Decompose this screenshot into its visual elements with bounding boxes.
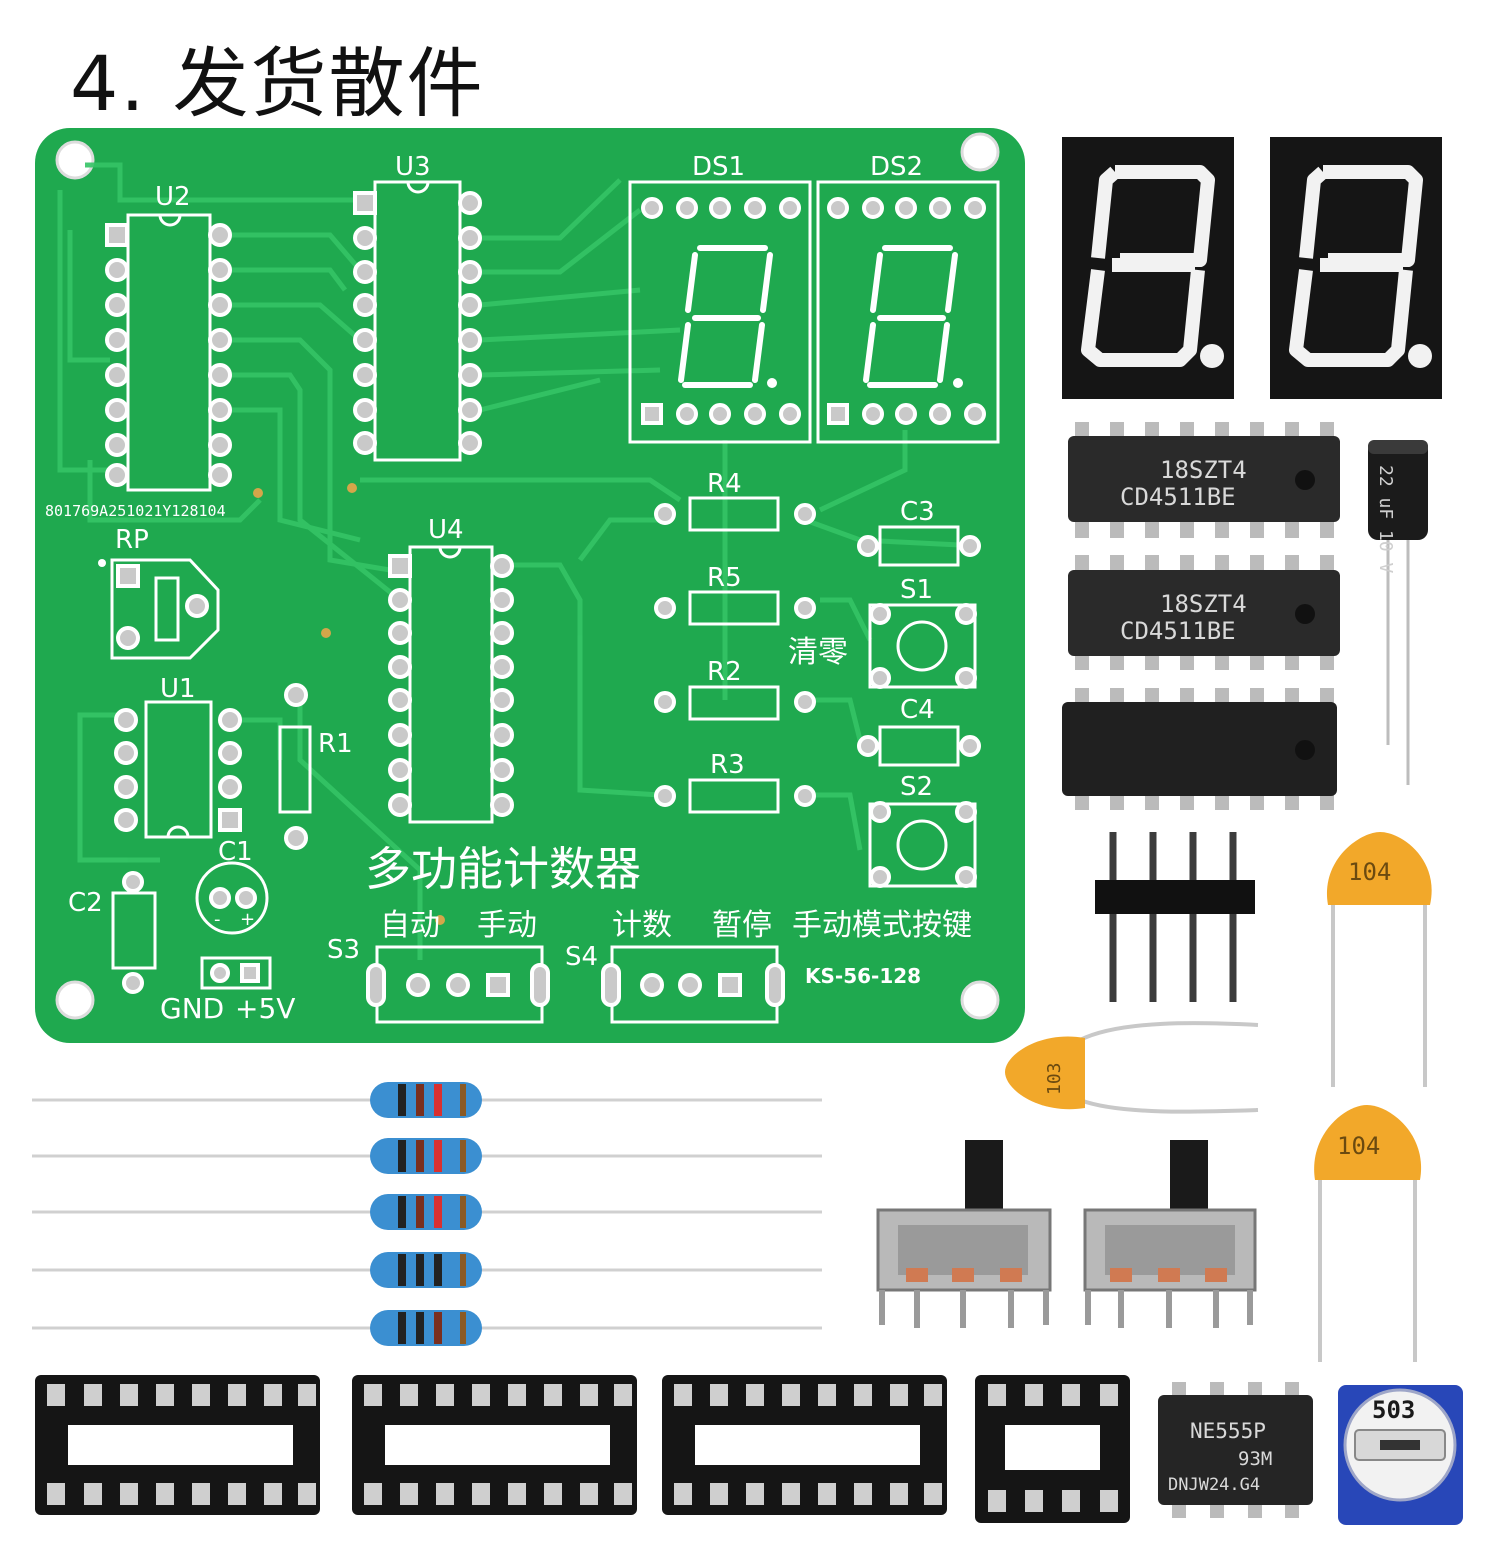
model-label: KS-56-128 [805, 964, 921, 988]
ceramic-capacitor-104-top: 104 [1326, 832, 1432, 1087]
mounting-holes [55, 132, 1000, 1020]
s2-footprint [868, 801, 977, 888]
s3-footprint [366, 945, 550, 1024]
c4-footprint [857, 725, 981, 767]
resistor-5 [370, 1310, 482, 1346]
s1-footprint [868, 603, 977, 689]
r2-label: R2 [707, 657, 742, 687]
ds2-footprint [816, 180, 1000, 444]
ds1-label: DS1 [692, 152, 745, 182]
pause-label: 暂停 [712, 908, 772, 943]
ceramic-capacitor-104-bottom: 104 [1314, 1105, 1422, 1362]
resistor-footprints [654, 496, 816, 814]
pin-header [1095, 832, 1255, 1002]
c1-footprint: - + [195, 861, 269, 935]
u2-footprint [105, 213, 232, 492]
r1-label: R1 [318, 729, 353, 759]
ds1-footprint [628, 180, 812, 444]
seven-segment-display-2 [1270, 137, 1442, 399]
manual-label: 手动 [477, 908, 537, 943]
c3-footprint [857, 525, 981, 567]
s3-label: S3 [327, 935, 360, 965]
slide-switch-1 [876, 1140, 1052, 1328]
count-label: 计数 [612, 908, 672, 943]
page-title: 4. 发货散件 [70, 39, 485, 128]
c2-label: C2 [68, 888, 103, 918]
manual-key-label: 手动模式按键 [792, 908, 972, 943]
u4-footprint [388, 545, 514, 824]
c1-plus: + [240, 909, 255, 930]
s2-label: S2 [900, 772, 933, 802]
c4-label: C4 [900, 695, 935, 725]
clear-label: 清零 [788, 635, 848, 670]
ic2-marking-1: 18SZT4 [1160, 590, 1247, 618]
u4-label: U4 [428, 515, 464, 545]
s1-label: S1 [900, 575, 933, 605]
auto-label: 自动 [380, 908, 440, 943]
resistor-1 [370, 1082, 482, 1118]
ic-socket-16-3 [662, 1375, 947, 1515]
cd4511-chip-2: 18SZT4 CD4511BE [1068, 555, 1340, 670]
r3-label: R3 [710, 750, 745, 780]
cap-103-value: 103 [1044, 1062, 1065, 1095]
serial-number: 801769A251021Y128104 [45, 502, 226, 520]
rp-label: RP [115, 525, 149, 555]
elec-cap-value: 22 uF 10 V [1375, 465, 1396, 574]
u3-footprint [353, 180, 482, 462]
u1-footprint [114, 700, 242, 839]
cd4511-chip-1: 18SZT4 CD4511BE [1068, 422, 1340, 538]
ic2-marking-2: CD4511BE [1120, 617, 1236, 645]
resistor-2 [370, 1138, 482, 1174]
gnd-label: GND [160, 992, 224, 1025]
r4-label: R4 [707, 469, 742, 499]
s4-label: S4 [565, 942, 598, 972]
pot-value: 503 [1372, 1396, 1415, 1424]
pcb-board: U2 U3 [35, 128, 1025, 1043]
ic1-marking-1: 18SZT4 [1160, 456, 1247, 484]
ne555-marking-2: 93M [1238, 1448, 1272, 1470]
dip16-chip-3 [1062, 688, 1337, 810]
ic-socket-16-2 [352, 1375, 637, 1515]
electrolytic-capacitor: 22 uF 10 V [1368, 440, 1428, 785]
u1-label: U1 [160, 674, 196, 704]
ic1-marking-2: CD4511BE [1120, 483, 1236, 511]
resistor-3 [370, 1194, 482, 1230]
power-header [200, 956, 272, 990]
cap-104-top-value: 104 [1348, 858, 1391, 886]
c3-label: C3 [900, 497, 935, 527]
ic-socket-16-1 [35, 1375, 320, 1515]
u2-label: U2 [155, 182, 191, 212]
resistor-4 [370, 1252, 482, 1288]
r5-label: R5 [707, 563, 742, 593]
vcc-label: +5V [235, 992, 295, 1025]
resistors [32, 1082, 822, 1346]
cap-104-bottom-value: 104 [1337, 1132, 1380, 1160]
trimmer-potentiometer: 503 [1338, 1385, 1463, 1525]
ne555-chip: NE555P 93M DNJW24.G4 [1158, 1382, 1313, 1518]
ic-socket-8 [975, 1375, 1130, 1523]
c2-footprint [111, 871, 157, 994]
ceramic-capacitor-103: 103 [1005, 1021, 1259, 1114]
r1-footprint [278, 683, 312, 850]
c1-label: C1 [218, 837, 253, 867]
pcb-vias [253, 483, 445, 925]
ne555-marking-1: NE555P [1190, 1419, 1266, 1443]
u3-label: U3 [395, 152, 431, 182]
s4-footprint [601, 945, 785, 1024]
rp-footprint [98, 558, 220, 660]
ds2-label: DS2 [870, 152, 923, 182]
ne555-marking-3: DNJW24.G4 [1168, 1475, 1260, 1495]
slide-switch-2 [1083, 1140, 1257, 1328]
seven-segment-display-1 [1062, 137, 1234, 399]
c1-minus: - [214, 909, 221, 930]
board-name: 多功能计数器 [365, 842, 641, 896]
